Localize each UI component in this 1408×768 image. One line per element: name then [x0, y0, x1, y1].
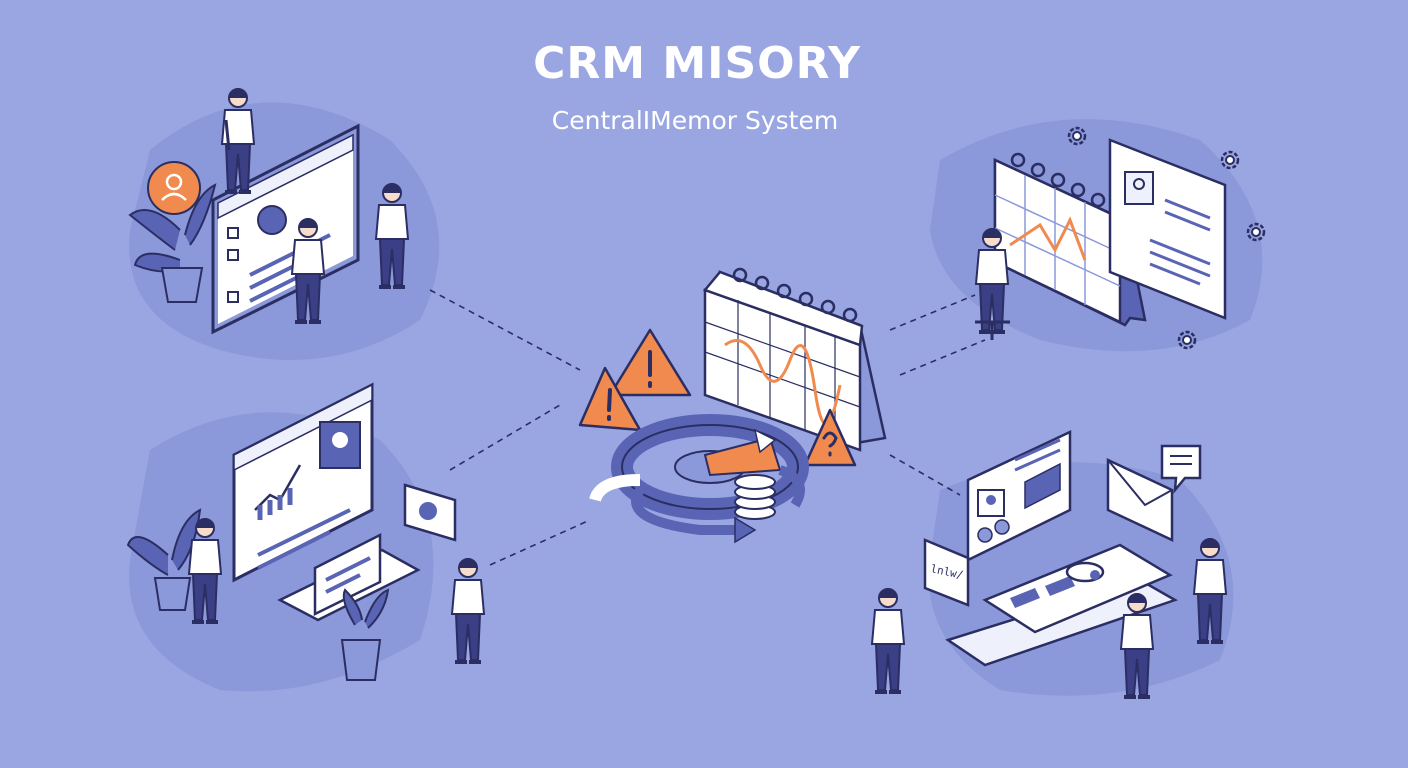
tablet-panel: [403, 483, 457, 542]
profile-card-panel: [1108, 138, 1227, 320]
envelope-icon: [1106, 458, 1174, 542]
database-icon: [734, 474, 776, 520]
plant-icon: [128, 183, 217, 303]
warning-icon: [803, 408, 857, 467]
user-avatar-icon: [147, 161, 201, 215]
analytics-window-panel: [232, 382, 374, 583]
desk-platform: [945, 543, 1179, 667]
bottom-right-group: lnlw/: [870, 430, 1228, 699]
plant-icon: [340, 588, 390, 681]
gear-icon: [1220, 150, 1240, 170]
top-right-group: [974, 126, 1266, 350]
page-subtitle: CentralIMemor System: [551, 106, 839, 135]
laptop-panel: [277, 532, 421, 622]
page-title: CRM MISORY: [533, 38, 861, 89]
warning-icon: [608, 328, 692, 397]
cycle-arrows-icon: [589, 414, 809, 544]
contact-card-panel: [966, 430, 1072, 563]
plant-icon: [126, 508, 202, 611]
tie: [224, 119, 231, 151]
center-calendar-icon: [702, 267, 887, 452]
mini-chart-card: lnlw/: [923, 538, 970, 607]
center-group: [578, 267, 887, 544]
browser-window-panel: [211, 123, 360, 335]
chat-bubble-icon: [1160, 444, 1202, 494]
top-left-group: [128, 86, 410, 335]
dashed-connectors: [429, 289, 986, 566]
bottom-left-group: [126, 382, 486, 681]
calendar-icon: [993, 152, 1147, 327]
warning-icon: [578, 366, 642, 432]
